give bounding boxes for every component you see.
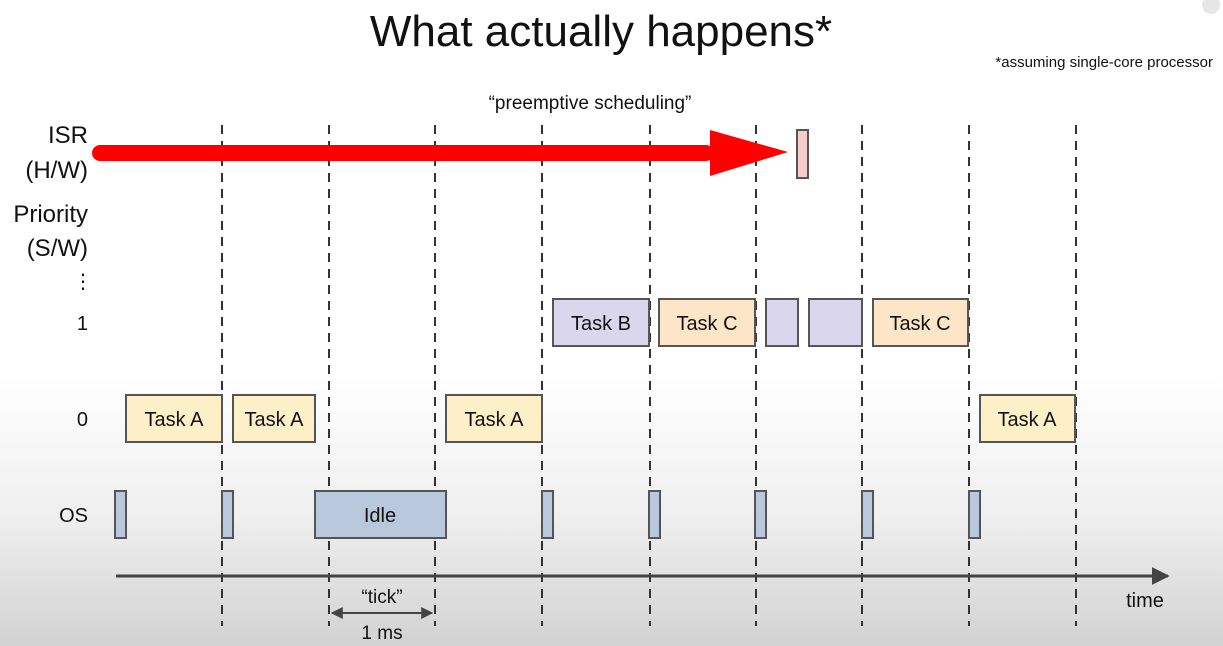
task-b-label: Task B	[571, 313, 631, 335]
time-axis-label: time	[1126, 590, 1164, 612]
task-b-block-short	[765, 298, 799, 347]
row-label-priority-0: 0	[77, 409, 88, 431]
task-a-block-3	[445, 394, 543, 443]
task-c-label: Task C	[676, 313, 737, 335]
task-a-label-2: Task A	[245, 409, 305, 431]
task-a-block-1	[125, 394, 223, 443]
info-icon[interactable]	[1202, 0, 1220, 14]
preemptive-annotation: “preemptive scheduling”	[489, 93, 692, 114]
row-label-isr: ISR	[48, 122, 88, 149]
isr-block	[796, 129, 809, 179]
task-c-block	[658, 298, 756, 347]
row-label-priority-sw: (S/W)	[27, 235, 88, 262]
task-c-block-2	[872, 298, 969, 347]
os-tick-block	[648, 490, 661, 539]
task-a-block-4	[979, 394, 1076, 443]
task-c-label-2: Task C	[889, 313, 950, 335]
idle-label: Idle	[364, 505, 396, 527]
task-b-block	[552, 298, 650, 347]
task-a-label-4: Task A	[998, 409, 1058, 431]
row-label-priority-1: 1	[77, 313, 88, 335]
idle-block	[314, 490, 447, 539]
footnote: *assuming single-core processor	[995, 54, 1213, 71]
os-tick-block	[968, 490, 981, 539]
os-tick-block	[541, 490, 554, 539]
task-a-label-1: Task A	[145, 409, 205, 431]
task-a-block-2	[232, 394, 316, 443]
task-a-label-3: Task A	[465, 409, 525, 431]
row-label-ellipsis: ⋮	[73, 271, 93, 293]
os-tick-block	[754, 490, 767, 539]
row-label-os: OS	[59, 505, 88, 527]
page-title: What actually happens*	[370, 7, 832, 56]
task-b-block-resumed	[808, 298, 863, 347]
os-tick-block	[114, 490, 127, 539]
tick-value: 1 ms	[361, 623, 402, 644]
os-tick-block	[861, 490, 874, 539]
tick-label: “tick”	[361, 587, 402, 608]
red-arrow-icon	[92, 130, 788, 176]
row-label-isr-hw: (H/W)	[25, 157, 88, 184]
row-label-priority: Priority	[13, 201, 88, 228]
tick-gridlines	[221, 125, 1077, 626]
os-tick-block	[221, 490, 234, 539]
